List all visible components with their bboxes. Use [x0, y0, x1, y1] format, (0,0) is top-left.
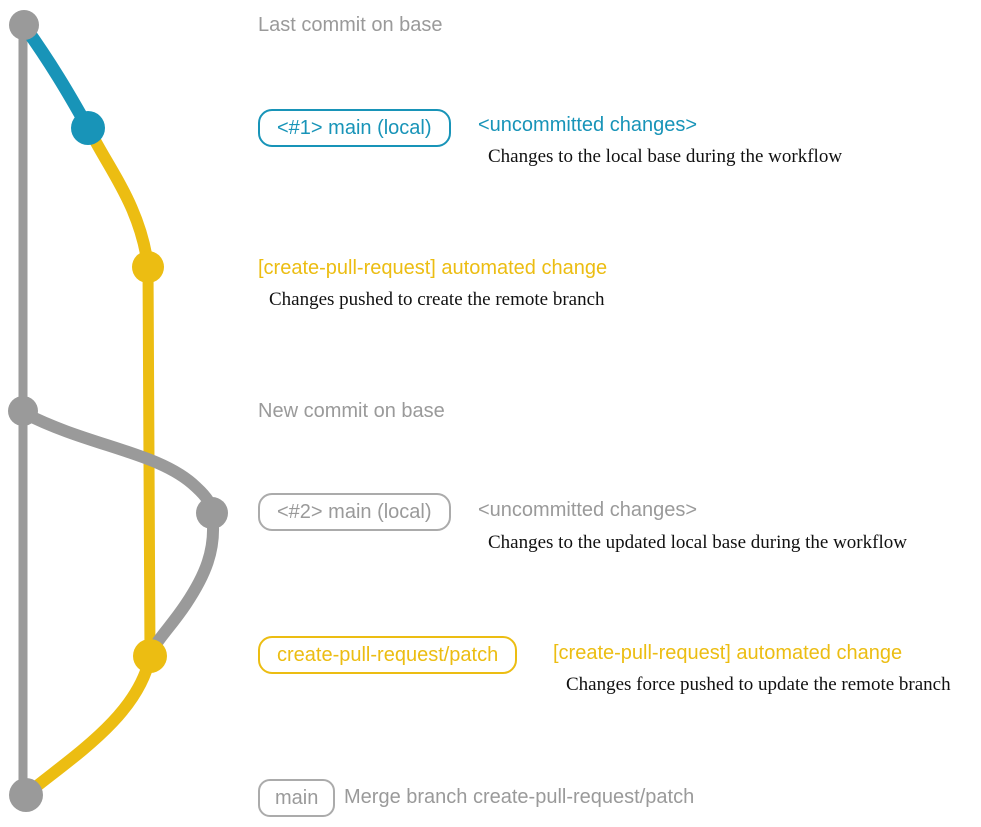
- commit-dot-local-2: [196, 497, 228, 529]
- commit-dot-merge: [9, 778, 43, 812]
- branch-label-create-pull-request-patch-text: create-pull-request/patch: [277, 643, 499, 666]
- commit-message-automated-change-2: [create-pull-request] automated change: [553, 642, 903, 664]
- uncommitted-changes-label-1: <uncommitted changes>: [478, 114, 698, 136]
- branch-label-main: main: [258, 779, 336, 817]
- local-main-2-segment: [18, 407, 218, 519]
- caption-new-commit-on-base: New commit on base: [258, 400, 445, 422]
- commit-dot-last-base: [9, 10, 39, 40]
- patch-branch-upper-segment: [83, 123, 154, 272]
- branch-label-main-local-2: <#2> main (local): [258, 493, 451, 531]
- branch-label-main-local-1-text: <#1> main (local): [277, 116, 432, 139]
- rebase-segment: [145, 508, 219, 660]
- patch-branch-merge-segment: [21, 651, 156, 800]
- commit-message-merge-branch: Merge branch create-pull-request/patch: [344, 786, 695, 808]
- description-local-base-changes-1: Changes to the local base during the wor…: [488, 146, 843, 167]
- commit-dot-local-1: [71, 111, 105, 145]
- description-local-base-changes-2: Changes to the updated local base during…: [488, 532, 907, 553]
- commit-dot-automated-1: [132, 251, 164, 283]
- branch-label-main-local-2-text: <#2> main (local): [277, 500, 432, 523]
- commit-dot-automated-2: [133, 639, 167, 673]
- branch-label-create-pull-request-patch: create-pull-request/patch: [258, 636, 518, 674]
- commit-dot-new-base: [8, 396, 38, 426]
- caption-last-commit-on-base: Last commit on base: [258, 14, 443, 36]
- commit-message-automated-change-1: [create-pull-request] automated change: [258, 257, 608, 279]
- uncommitted-changes-label-2: <uncommitted changes>: [478, 499, 698, 521]
- description-pushed-create-remote: Changes pushed to create the remote bran…: [269, 289, 605, 310]
- branch-label-main-local-1: <#1> main (local): [258, 109, 451, 147]
- description-force-pushed-update-remote: Changes force pushed to update the remot…: [566, 674, 951, 695]
- branch-label-main-text: main: [275, 786, 319, 809]
- local-main-1-segment: [18, 20, 95, 135]
